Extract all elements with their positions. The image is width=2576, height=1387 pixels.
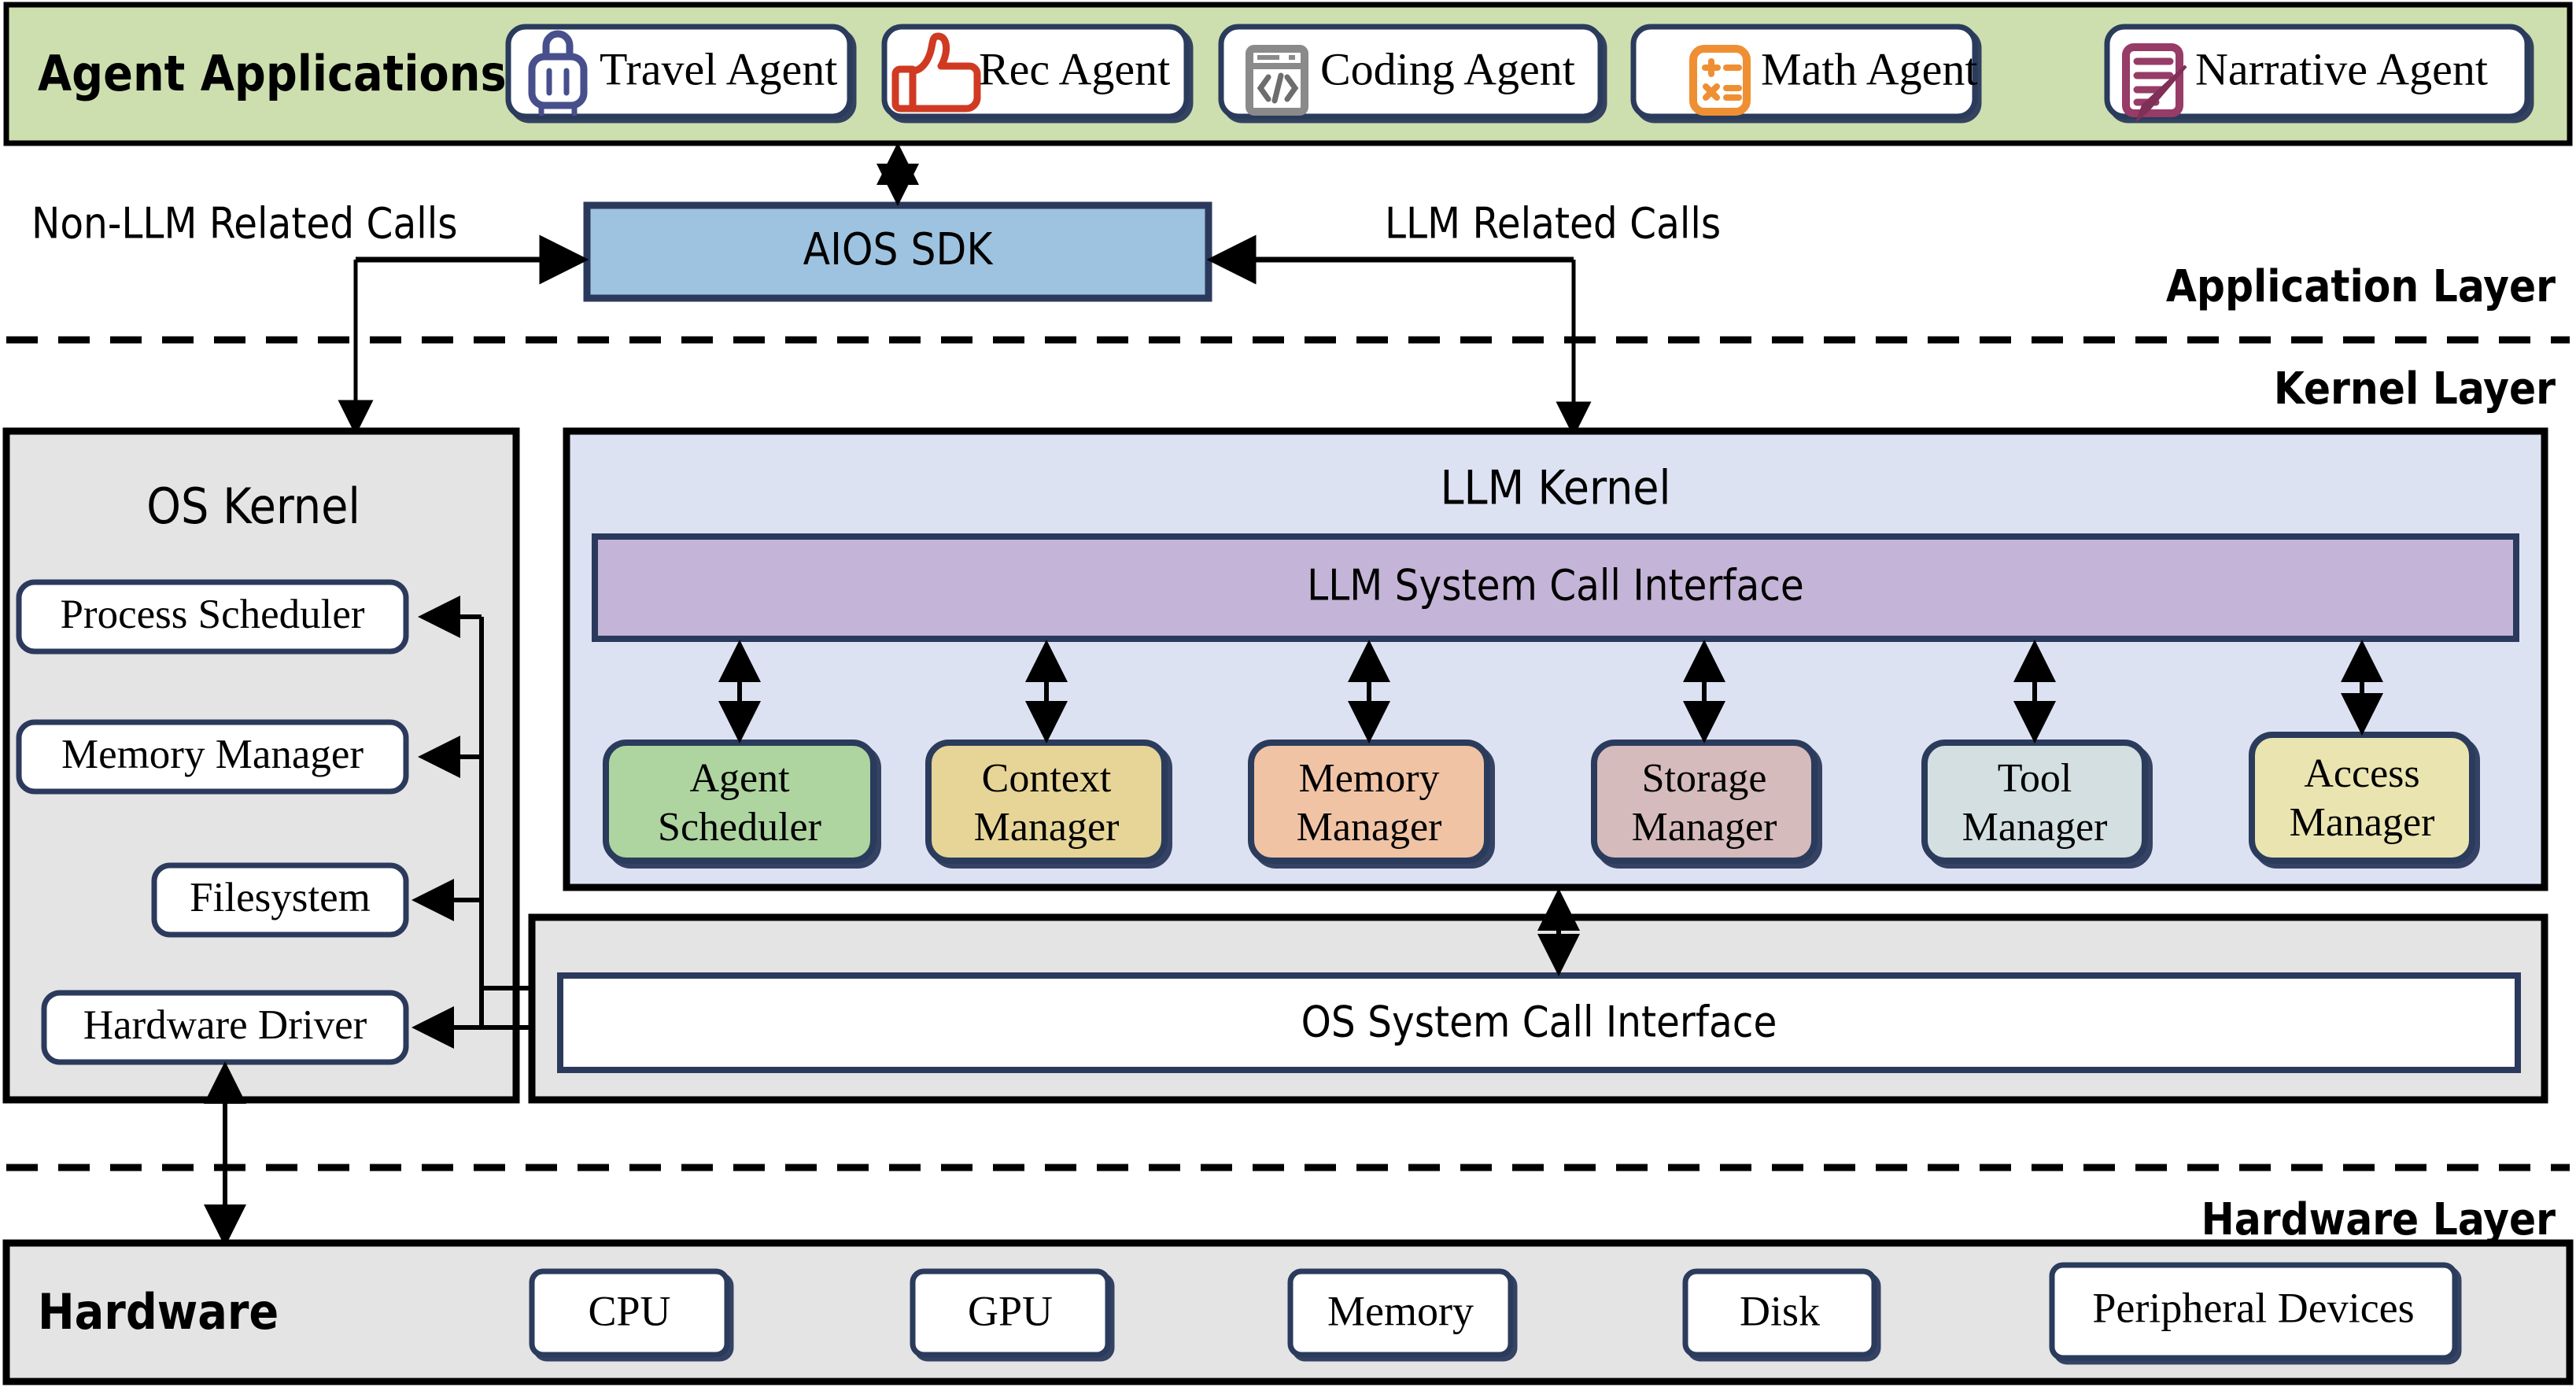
hardware-device-disk[interactable]: Disk <box>1682 1268 1877 1358</box>
non-llm-calls-label: Non-LLM Related Calls <box>31 199 458 249</box>
llm-manager-agent-scheduler[interactable]: Agent Scheduler <box>603 640 877 864</box>
llm-manager-tool-manager[interactable]: Tool Manager <box>1921 640 2148 864</box>
agent-card-coding-label: Coding Agent <box>1320 43 1575 94</box>
agent-card-narrative-label: Narrative Agent <box>2195 43 2488 94</box>
os-system-call-interface-label: OS System Call Interface <box>1301 998 1777 1047</box>
agent-card-rec-label: Rec Agent <box>979 43 1170 94</box>
tool-manager-line1: Tool <box>1998 756 2072 801</box>
document-pen-icon <box>2122 43 2187 124</box>
process-scheduler-label: Process Scheduler <box>60 592 364 637</box>
agent-card-coding[interactable]: Coding Agent <box>1218 24 1604 120</box>
aios-sdk-label: AIOS SDK <box>803 224 995 275</box>
hardware-layer-label: Hardware Layer <box>2201 1194 2556 1245</box>
os-kernel-component-memory-manager[interactable]: Memory Manager <box>16 719 409 795</box>
llm-kernel-box: LLM Kernel <box>563 427 2548 891</box>
hardware-device-peripheral[interactable]: Peripheral Devices <box>2049 1262 2458 1361</box>
kernel-layer-label: Kernel Layer <box>2274 363 2556 415</box>
agent-card-math-label: Math Agent <box>1761 43 1977 94</box>
agent-card-rec[interactable]: Rec Agent <box>881 24 1190 120</box>
tool-manager-line2: Manager <box>1962 805 2108 850</box>
llm-system-call-interface[interactable]: LLM System Call Interface <box>592 533 2519 642</box>
llm-calls-label: LLM Related Calls <box>1385 199 1721 249</box>
storage-manager-line1: Storage <box>1642 756 1767 801</box>
llm-manager-context-manager[interactable]: Context Manager <box>925 640 1168 864</box>
llm-memory-manager-line1: Memory <box>1298 756 1439 801</box>
access-manager-line1: Access <box>2304 751 2419 796</box>
calculator-icon <box>1689 45 1751 116</box>
disk-label: Disk <box>1740 1287 1820 1334</box>
llm-manager-memory-manager[interactable]: Memory Manager <box>1248 640 1490 864</box>
hardware-band-label: Hardware <box>38 1283 279 1341</box>
os-kernel-component-process-scheduler[interactable]: Process Scheduler <box>16 579 409 655</box>
access-manager-line2: Manager <box>2290 800 2435 845</box>
storage-manager-line2: Manager <box>1632 805 1777 850</box>
os-kernel-component-filesystem[interactable]: Filesystem <box>151 862 409 938</box>
os-kernel-title: OS Kernel <box>146 478 360 535</box>
hardware-device-cpu[interactable]: CPU <box>529 1268 730 1358</box>
hardware-driver-label: Hardware Driver <box>83 1002 367 1048</box>
agent-applications-label: Agent Applications <box>38 45 507 102</box>
agent-scheduler-line1: Agent <box>689 756 790 801</box>
context-manager-line2: Manager <box>974 805 1120 850</box>
agent-card-math[interactable]: Math Agent <box>1630 24 1978 120</box>
llm-manager-access-manager[interactable]: Access Manager <box>2249 640 2475 864</box>
gpu-label: GPU <box>968 1287 1053 1334</box>
agent-scheduler-line2: Scheduler <box>658 805 821 850</box>
suitcase-icon <box>528 30 588 116</box>
agent-card-travel-label: Travel Agent <box>600 43 837 94</box>
hardware-device-memory[interactable]: Memory <box>1287 1268 1514 1358</box>
code-window-icon <box>1246 45 1308 116</box>
memory-label: Memory <box>1327 1287 1474 1334</box>
os-system-call-interface[interactable]: OS System Call Interface <box>557 972 2521 1073</box>
memory-manager-label: Memory Manager <box>61 732 364 777</box>
peripheral-devices-label: Peripheral Devices <box>2092 1284 2414 1331</box>
cpu-label: CPU <box>588 1287 670 1334</box>
llm-memory-manager-line2: Manager <box>1297 805 1442 850</box>
agent-card-travel[interactable]: Travel Agent <box>505 24 853 120</box>
os-kernel-component-hardware-driver[interactable]: Hardware Driver <box>41 990 409 1065</box>
context-manager-line1: Context <box>982 756 1112 801</box>
application-layer-label: Application Layer <box>2166 261 2556 312</box>
llm-manager-storage-manager[interactable]: Storage Manager <box>1591 640 1818 864</box>
thumbs-up-icon <box>891 32 981 113</box>
hardware-device-gpu[interactable]: GPU <box>910 1268 1111 1358</box>
llm-system-call-interface-label: LLM System Call Interface <box>1307 561 1804 611</box>
aios-sdk-box[interactable]: AIOS SDK <box>583 201 1212 302</box>
agent-card-narrative[interactable]: Narrative Agent <box>2104 24 2530 124</box>
llm-kernel-title: LLM Kernel <box>1440 461 1670 516</box>
filesystem-label: Filesystem <box>190 875 371 920</box>
